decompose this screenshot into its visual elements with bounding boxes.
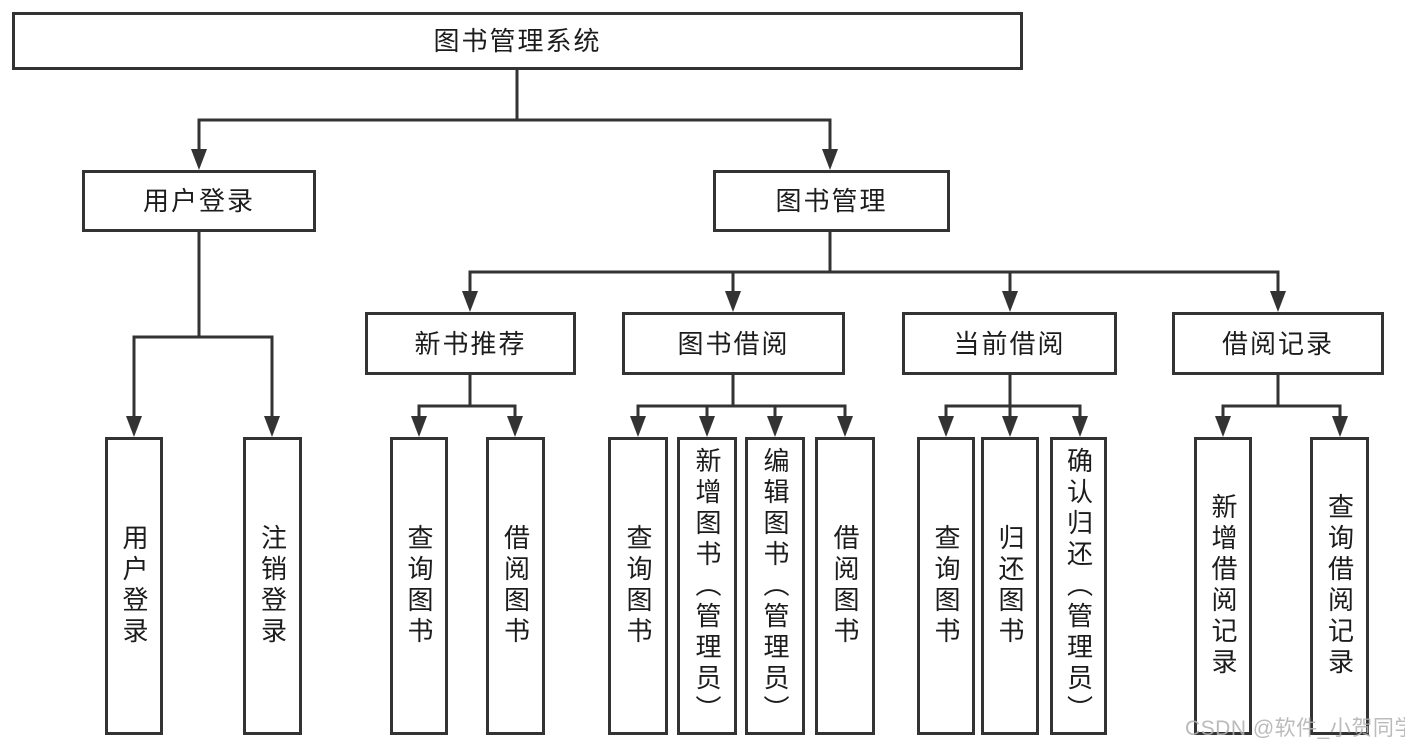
node-label: 当前借阅 [953, 328, 1066, 359]
leaf-add-book-admin: 新增图书（管理员） [677, 437, 737, 735]
node-label: 借阅图书 [830, 524, 860, 648]
node-label: 编辑图书（管理员） [760, 446, 790, 726]
node-borrow-records: 借阅记录 [1172, 312, 1384, 375]
node-label: 注销登录 [257, 524, 288, 648]
leaf-query-borrow-record: 查询借阅记录 [1310, 437, 1369, 735]
arrowhead-icon [1332, 416, 1348, 437]
leaf-borrow-books-recommend: 借阅图书 [486, 437, 545, 735]
node-label: 新增借阅记录 [1208, 493, 1238, 679]
connector-records-rail [1221, 404, 1342, 419]
arrowhead-icon [1215, 416, 1231, 437]
arrowhead-icon [191, 149, 207, 170]
node-label: 图书管理 [775, 186, 888, 216]
arrowhead-icon [938, 416, 954, 437]
leaf-query-books-recommend: 查询图书 [390, 437, 448, 735]
arrowhead-icon [507, 416, 523, 437]
leaf-query-books-borrow: 查询图书 [608, 437, 668, 735]
node-new-book-recommend: 新书推荐 [365, 312, 576, 375]
connector-current-rail [944, 404, 1082, 419]
node-label: 图书借阅 [677, 328, 790, 359]
leaf-borrow-books: 借阅图书 [815, 437, 875, 735]
arrowhead-icon [822, 149, 838, 170]
leaf-query-books-current: 查询图书 [917, 437, 975, 735]
connector-bookmgmt-rail [468, 270, 1280, 293]
connector-userlogin-rail [132, 335, 274, 419]
arrowhead-icon [1072, 416, 1088, 437]
arrowhead-icon [1002, 291, 1018, 312]
leaf-logout: 注销登录 [243, 437, 302, 735]
node-label: 查询图书 [623, 524, 653, 648]
node-label: 借阅记录 [1221, 328, 1334, 359]
csdn-watermark: CSDN @软件_小贺同学 [1185, 717, 1405, 740]
arrowhead-icon [767, 416, 783, 437]
leaf-return-book: 归还图书 [981, 437, 1039, 735]
arrowhead-icon [630, 416, 646, 437]
node-book-borrow: 图书借阅 [622, 312, 845, 375]
leaf-edit-book-admin: 编辑图书（管理员） [745, 437, 805, 735]
node-label: 借阅图书 [500, 524, 531, 648]
arrowhead-icon [264, 416, 280, 437]
node-label: 用户登录 [119, 524, 149, 648]
connector-borrow-rail [636, 404, 847, 419]
arrowhead-icon [837, 416, 853, 437]
leaf-confirm-return-admin: 确认归还（管理员） [1050, 437, 1107, 735]
arrowhead-icon [411, 416, 427, 437]
arrowhead-icon [462, 291, 478, 312]
node-label: 用户登录 [142, 186, 255, 216]
node-label: 确认归还（管理员） [1063, 446, 1094, 726]
arrowhead-icon [1270, 291, 1286, 312]
arrowhead-icon [1002, 416, 1018, 437]
connector-recommend-rail [417, 404, 517, 419]
leaf-user-login: 用户登录 [105, 437, 163, 735]
node-label: 新增图书（管理员） [692, 446, 722, 726]
leaf-add-borrow-record: 新增借阅记录 [1194, 437, 1252, 735]
arrowhead-icon [126, 416, 142, 437]
connector-level2-rail [197, 118, 832, 152]
arrowhead-icon [725, 291, 741, 312]
node-user-login: 用户登录 [82, 170, 316, 232]
node-label: 归还图书 [995, 524, 1025, 648]
node-book-management: 图书管理 [713, 170, 950, 232]
arrowhead-icon [699, 416, 715, 437]
node-label: 查询图书 [404, 524, 434, 648]
node-label: 查询借阅记录 [1324, 493, 1355, 679]
node-label: 图书管理系统 [433, 26, 602, 56]
node-current-borrow: 当前借阅 [902, 312, 1117, 375]
node-label: 新书推荐 [414, 328, 527, 359]
node-library-management-system: 图书管理系统 [12, 12, 1023, 70]
node-label: 查询图书 [931, 524, 961, 648]
